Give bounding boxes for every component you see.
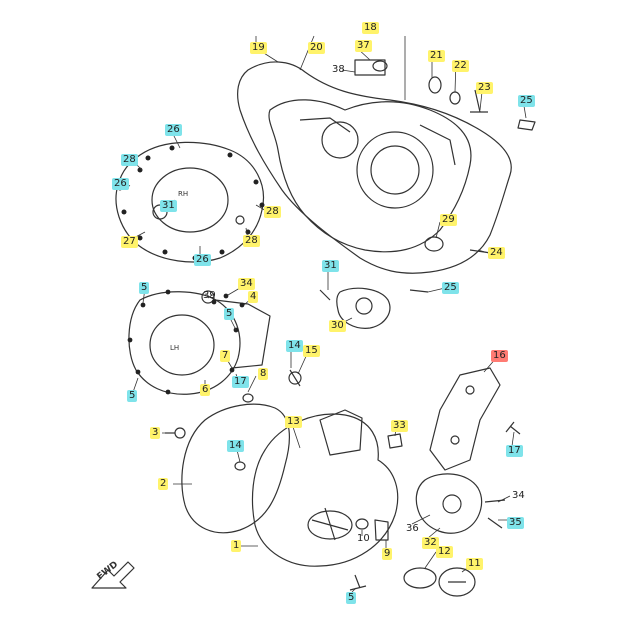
clutch-housing-circle xyxy=(356,131,434,209)
callout-30: 30 xyxy=(329,320,346,332)
oring-12 xyxy=(403,567,437,589)
dowel-3 xyxy=(174,427,186,439)
callout-11: 11 xyxy=(466,558,483,570)
washer-22 xyxy=(449,91,461,105)
bolts-34-35 xyxy=(484,499,506,529)
callout-16: 16 xyxy=(491,350,508,362)
callout-14-bottom: 14 xyxy=(227,440,244,452)
callout-28-left: 28 xyxy=(121,154,138,166)
callout-7: 7 xyxy=(220,350,231,362)
callout-10: 10 xyxy=(357,533,370,544)
oring-8 xyxy=(242,393,254,403)
oring-8b xyxy=(234,461,246,471)
bolt-5-bottom xyxy=(349,574,367,591)
callout-15: 15 xyxy=(303,345,320,357)
left-crankcase-cover xyxy=(251,413,399,567)
callout-2: 2 xyxy=(158,478,169,490)
lh-mark: LH xyxy=(170,344,179,352)
callout-8: 8 xyxy=(258,368,269,380)
callout-6: 6 xyxy=(200,384,211,396)
callout-14-top: 14 xyxy=(286,340,303,352)
magneto-outer-cover xyxy=(128,291,241,395)
right-crankcase-cover xyxy=(268,99,472,253)
bearing-21 xyxy=(428,76,442,94)
callout-38: 38 xyxy=(332,64,345,75)
callout-18: 18 xyxy=(362,22,379,34)
dowel-33 xyxy=(387,433,403,449)
pump-cover-32 xyxy=(415,473,483,534)
clutch-outer-cover xyxy=(115,141,264,263)
oil-pump xyxy=(336,287,391,329)
collar-15 xyxy=(288,371,302,385)
callout-25-top: 25 xyxy=(518,95,535,107)
callout-28-right: 28 xyxy=(264,206,281,218)
callout-35: 35 xyxy=(507,517,524,529)
callout-19: 19 xyxy=(250,42,267,54)
callout-17-left: 17 xyxy=(232,376,249,388)
callout-28-bottom: 28 xyxy=(243,235,260,247)
callout-22: 22 xyxy=(452,60,469,72)
cap-11 xyxy=(438,567,476,597)
oil-seal-29 xyxy=(424,236,444,252)
callout-9: 9 xyxy=(382,548,393,560)
callout-27: 27 xyxy=(121,236,138,248)
fwd-arrow xyxy=(91,561,135,589)
callout-17-right: 17 xyxy=(506,445,523,457)
rh-mark: RH xyxy=(178,190,188,198)
right-cover-gasket xyxy=(237,61,512,274)
housing-13 xyxy=(319,409,363,456)
bolt-17 xyxy=(505,421,521,435)
callout-34-top: 34 xyxy=(238,278,255,290)
callout-4: 4 xyxy=(248,291,259,303)
callout-31-mid: 31 xyxy=(322,260,339,272)
cover-bolts-left xyxy=(127,289,245,395)
oring-39 xyxy=(201,290,215,304)
chain-guard-plate xyxy=(429,367,501,471)
bolt-23 xyxy=(470,89,488,113)
callout-36: 36 xyxy=(406,523,419,534)
oring-10 xyxy=(355,518,369,530)
callout-29: 29 xyxy=(440,214,457,226)
callout-25-mid: 25 xyxy=(442,282,459,294)
callout-26-bottom: 26 xyxy=(194,254,211,266)
callout-34-bottom: 34 xyxy=(512,490,525,501)
callout-24: 24 xyxy=(488,247,505,259)
callout-33: 33 xyxy=(391,420,408,432)
callout-3: 3 xyxy=(150,427,161,439)
plug-9 xyxy=(374,519,389,541)
callout-5-lower: 5 xyxy=(346,592,357,604)
callout-26-left: 26 xyxy=(112,178,129,190)
callout-12: 12 xyxy=(436,546,453,558)
callout-5-bottom: 5 xyxy=(127,390,138,402)
left-cover-gasket xyxy=(181,403,290,534)
callout-20: 20 xyxy=(308,42,325,54)
callout-37: 37 xyxy=(355,40,372,52)
callout-39: 39 xyxy=(203,290,216,301)
sprocket-cover-4 xyxy=(214,299,271,369)
plug-25 xyxy=(517,119,536,131)
seal-part-37 xyxy=(354,59,386,76)
callout-23: 23 xyxy=(476,82,493,94)
callout-31-top: 31 xyxy=(160,200,177,212)
callout-1: 1 xyxy=(231,540,242,552)
callout-32: 32 xyxy=(422,537,439,549)
callout-5-top: 5 xyxy=(139,282,150,294)
callout-13: 13 xyxy=(285,416,302,428)
callout-5-mid: 5 xyxy=(224,308,235,320)
callout-26-top: 26 xyxy=(165,124,182,136)
callout-21: 21 xyxy=(428,50,445,62)
